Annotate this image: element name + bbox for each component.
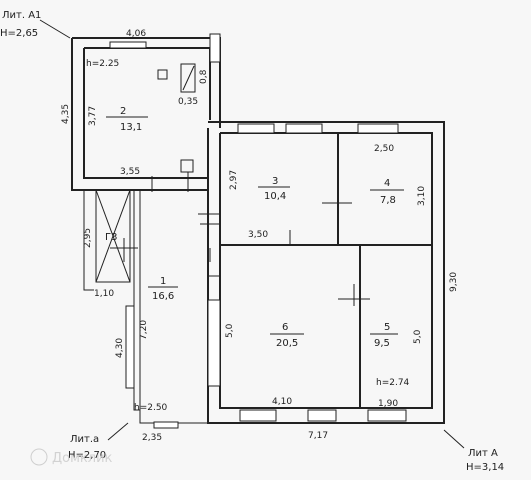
watermark-text: Домклик: [52, 451, 113, 466]
wall-main-inner: [219, 132, 433, 409]
corridor-g3-box: [95, 189, 131, 283]
dim-room6-width: 4,10: [272, 397, 292, 407]
dim-room6-depth: 5,0: [225, 323, 235, 338]
lit-a-height: Н=3,14: [466, 462, 504, 473]
room-5-area: 9,5: [374, 338, 390, 349]
entrance-step: [107, 422, 129, 441]
room-1-number: 1: [160, 276, 166, 287]
height-room2: h=2.25: [86, 59, 119, 69]
window-main-bottom-1: [239, 409, 277, 422]
stove: [180, 63, 196, 93]
dim-room2-depth: 3,77: [88, 106, 98, 126]
window-a1-right: [209, 33, 221, 63]
window-main-top-3: [357, 123, 399, 134]
room-5-number: 5: [384, 322, 390, 333]
dim-a1-left: 4,35: [61, 104, 71, 124]
lit-a-small-height: Н=2,70: [68, 450, 106, 461]
wall-room1: [83, 190, 208, 424]
leader-lit-a1: [39, 19, 71, 39]
door-marks: [110, 172, 370, 306]
dim-right-total: 9,30: [449, 272, 459, 292]
stove-line: [182, 65, 195, 91]
room-1-area: 16,6: [152, 291, 174, 302]
lit-a-label: Лит А: [468, 448, 498, 459]
vent-box: [180, 159, 194, 173]
room-2-area: 13,1: [120, 122, 142, 133]
watermark-logo: Домклик: [30, 448, 113, 466]
dim-room3-width: 3,50: [248, 230, 268, 240]
dim-room3-depth: 2,97: [229, 170, 239, 190]
window-porch: [125, 305, 135, 389]
window-main-top-2: [285, 123, 323, 134]
leader-lit-a: [443, 429, 465, 449]
window-main-bottom-2: [307, 409, 337, 422]
room-4-area: 7,8: [380, 195, 396, 206]
corridor-g3-diag2: [95, 189, 131, 283]
dim-entrance-width: 2,35: [142, 433, 162, 443]
room-3-area: 10,4: [264, 191, 286, 202]
dim-room1-depth: 7,20: [139, 320, 149, 340]
height-room1: h=2.50: [134, 403, 168, 413]
corridor-label: Г3: [105, 232, 117, 243]
dim-corridor-width: 1,10: [94, 289, 114, 299]
height-room5: h=2.74: [376, 378, 410, 388]
room-6-number: 6: [282, 322, 288, 333]
room-rules: [148, 186, 404, 335]
dim-stove-d: 0,35: [178, 97, 198, 107]
room-3-number: 3: [272, 176, 278, 187]
window-main-top-1: [237, 123, 275, 134]
lit-a1-height: Н=2,65: [0, 28, 38, 39]
dim-room5-width: 1,90: [378, 399, 398, 409]
dim-room4-depth: 3,10: [417, 186, 427, 206]
dim-room2-width: 3,55: [120, 167, 140, 177]
room-6-area: 20,5: [276, 338, 298, 349]
dim-bottom-total: 7,17: [308, 431, 328, 441]
dim-corridor-depth: 2,95: [83, 228, 93, 248]
window-a1-top: [109, 41, 147, 49]
lit-a1-label: Лит. А1: [2, 10, 41, 21]
dim-room4-width: 2,50: [374, 144, 394, 154]
window-main-left: [207, 299, 221, 387]
dim-room5-depth: 5,0: [413, 329, 423, 344]
window-bottom-left: [153, 421, 179, 429]
lit-a-small-label: Лит.а: [70, 434, 99, 445]
room-2-number: 2: [120, 106, 126, 117]
dim-stove-w: 0,8: [199, 69, 209, 84]
dim-top-a1: 4,06: [126, 29, 146, 39]
dim-porch-len: 4,30: [115, 338, 125, 358]
window-main-bottom-3: [367, 409, 407, 422]
stove-small: [157, 69, 168, 80]
room-4-number: 4: [384, 178, 390, 189]
